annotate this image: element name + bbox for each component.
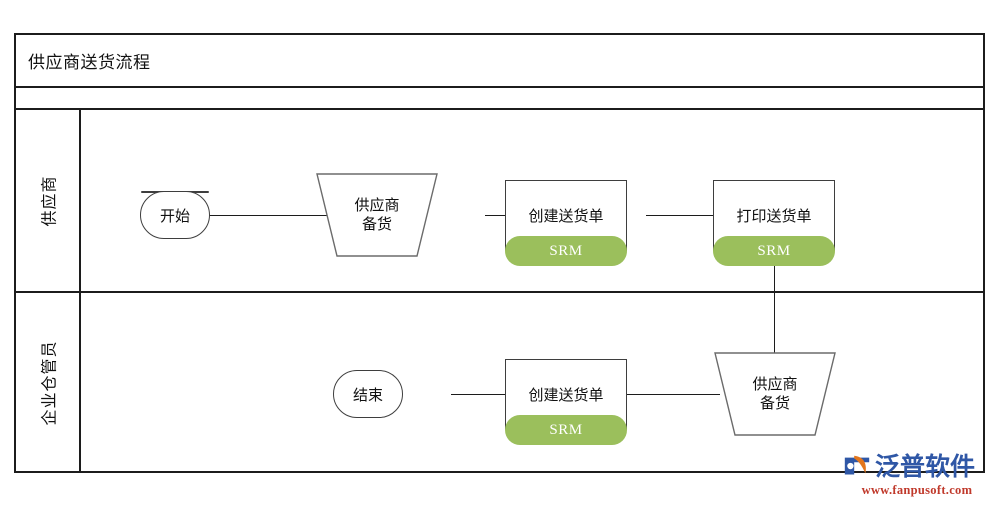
trapezoid-shape bbox=[714, 352, 836, 436]
trapezoid-shape bbox=[316, 173, 438, 257]
connector-print-note-down bbox=[774, 266, 775, 295]
badge-srm: SRM bbox=[505, 415, 627, 445]
node-create-note-warehouse-label: 创建送货单 bbox=[528, 386, 604, 404]
diagram-title-band: 供应商送货流程 bbox=[16, 35, 983, 88]
connector-into-receive-stock bbox=[774, 293, 775, 379]
swimlane-label-warehouse-text: 企业仓管员 bbox=[39, 340, 59, 426]
node-create-note-warehouse[interactable]: 创建送货单 SRM bbox=[505, 359, 627, 445]
connector-prep-stock-to-create-note bbox=[485, 215, 524, 216]
node-end-label: 结束 bbox=[352, 385, 383, 404]
node-start-label: 开始 bbox=[159, 206, 190, 225]
page-title: 供应商送货流程 bbox=[28, 53, 151, 73]
diagram-spacer-band bbox=[16, 88, 983, 110]
node-start[interactable]: 开始 bbox=[140, 191, 210, 239]
node-print-note-label: 打印送货单 bbox=[736, 207, 812, 225]
swimlane-label-supplier: 供应商 bbox=[16, 110, 81, 291]
connector-create-note-to-end bbox=[451, 394, 507, 395]
watermark-logo: 泛普软件 www.fanpusoft.com bbox=[842, 450, 992, 502]
swimlane-supplier: 供应商 开始 bbox=[16, 110, 983, 295]
node-receive-stock-label: 供应商 备货 bbox=[752, 375, 798, 412]
swimlane-diagram-frame: 供应商送货流程 供应商 开始 bbox=[14, 33, 985, 473]
logo-wordmark: 泛普软件 bbox=[875, 451, 976, 481]
node-end[interactable]: 结束 bbox=[333, 370, 403, 418]
swimlane-body-supplier: 开始 供应商 备货 创建送货单 bbox=[81, 110, 983, 295]
connector-receive-stock-to-create-note bbox=[627, 394, 720, 395]
swimlane-warehouse: 企业仓管员 结束 创建送货单 bbox=[16, 293, 983, 473]
badge-srm: SRM bbox=[505, 236, 627, 266]
swimlane-body-warehouse: 结束 创建送货单 SRM 供应商 bbox=[81, 293, 983, 473]
swimlane-label-warehouse: 企业仓管员 bbox=[16, 293, 81, 473]
swimlane-container: 供应商 开始 bbox=[16, 110, 983, 473]
connector-start-to-prep-stock bbox=[209, 215, 331, 216]
fanpu-logo-icon bbox=[844, 455, 870, 475]
node-prep-stock[interactable]: 供应商 备货 bbox=[315, 172, 439, 258]
connector-create-note-to-print-note bbox=[646, 215, 726, 216]
node-prep-stock-label: 供应商 备货 bbox=[354, 196, 400, 233]
badge-srm: SRM bbox=[713, 236, 835, 266]
logo-row: 泛普软件 bbox=[842, 450, 992, 482]
node-create-note-supplier-label: 创建送货单 bbox=[528, 207, 604, 225]
node-create-note-supplier[interactable]: 创建送货单 SRM bbox=[505, 180, 627, 266]
node-receive-stock[interactable]: 供应商 备货 bbox=[713, 351, 837, 437]
node-print-note[interactable]: 打印送货单 SRM bbox=[713, 180, 835, 266]
swimlane-label-supplier-text: 供应商 bbox=[39, 174, 59, 227]
logo-url: www.fanpusoft.com bbox=[861, 483, 973, 497]
